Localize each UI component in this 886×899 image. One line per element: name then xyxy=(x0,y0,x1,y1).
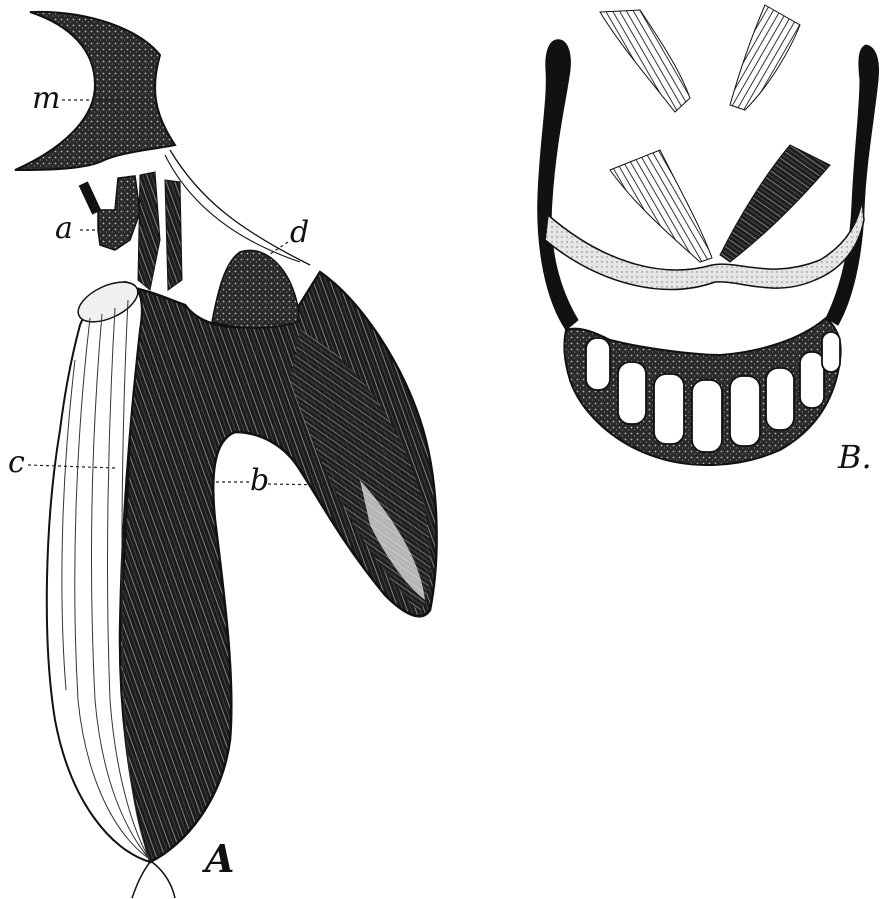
label-a: a xyxy=(55,211,73,246)
tooth xyxy=(766,368,794,430)
label-c: c xyxy=(8,445,25,480)
panel-a-drawing: m a d c b A xyxy=(8,12,437,898)
tooth xyxy=(800,352,824,408)
tooth xyxy=(822,332,840,372)
tuft-upper-right xyxy=(730,5,800,110)
frame-right-arm xyxy=(826,45,879,325)
part-d-shape xyxy=(212,250,299,328)
tuft-upper-left xyxy=(600,10,690,112)
label-b: b xyxy=(250,463,269,498)
panel-a-label: A xyxy=(202,836,234,881)
tooth xyxy=(730,376,760,446)
tooth xyxy=(586,338,610,390)
label-d: d xyxy=(290,215,309,250)
tooth xyxy=(692,380,722,452)
strand-lines xyxy=(170,150,310,265)
column-left xyxy=(138,172,160,290)
tooth xyxy=(654,374,684,444)
label-m: m xyxy=(32,81,60,116)
part-a-shape xyxy=(98,176,140,250)
column-right xyxy=(165,180,182,290)
tooth xyxy=(618,362,646,424)
panel-b-drawing: B. xyxy=(538,5,879,476)
tuft-mid-left xyxy=(610,150,712,262)
panel-b-label: B. xyxy=(837,438,872,476)
frame-left-arm xyxy=(538,40,578,330)
tuft-mid-right xyxy=(720,145,830,262)
